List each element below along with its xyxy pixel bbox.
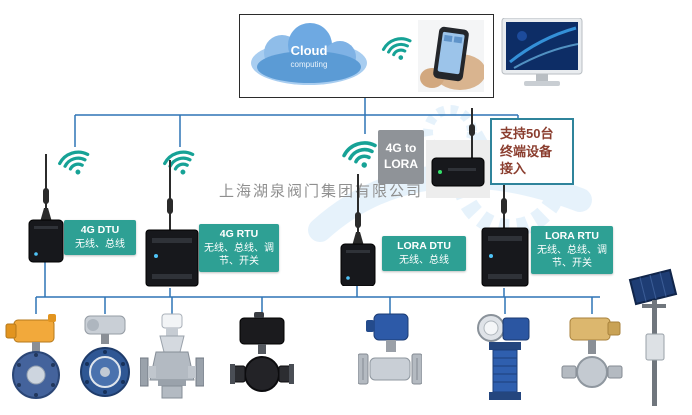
- label-4g-rtu: 4G RTU 无线、总线、调节、开关: [199, 224, 279, 272]
- monitor-photo: [501, 18, 583, 86]
- wifi-icon-2: [163, 150, 195, 175]
- cloud-graphic: Cloud computing: [251, 23, 367, 85]
- cloud-title: Cloud: [291, 43, 328, 58]
- wifi-icon-top: [381, 37, 412, 60]
- capacity-note: 支持50台终端设备接入: [490, 118, 574, 185]
- ball-valve-black-electric: [230, 312, 294, 392]
- device-4g-rtu: [145, 160, 199, 287]
- cloud-subtitle: computing: [291, 60, 328, 69]
- device-features: 无线、总线: [399, 254, 449, 266]
- device-features: 无线、总线、调节、开关: [204, 242, 274, 267]
- flow-control-valve-blue-gauge: [477, 314, 530, 400]
- gateway-device-photo: [426, 108, 490, 198]
- butterfly-valve-blue: [80, 315, 130, 397]
- cloud-platform-box: Cloud computing: [239, 14, 494, 98]
- phone-in-hand-photo: [418, 20, 484, 92]
- globe-valve-electric: [140, 313, 204, 399]
- device-features: 无线、总线: [75, 238, 125, 250]
- gateway-label: 4G to LORA: [378, 130, 424, 184]
- company-watermark: 上海湖泉阀门集团有限公司: [219, 183, 424, 200]
- flanged-ball-valve-blue-actuator: [358, 313, 422, 385]
- electric-butterfly-valve-orange: [5, 314, 60, 399]
- device-name: 4G RTU: [219, 228, 259, 240]
- label-lora-dtu: LORA DTU 无线、总线: [382, 236, 466, 271]
- device-name: LORA RTU: [545, 230, 599, 242]
- device-lora-rtu: [481, 162, 529, 287]
- wifi-icon-1: [58, 150, 90, 175]
- device-4g-dtu: [28, 154, 64, 263]
- wifi-icon-3: [342, 141, 377, 168]
- solar-power-station: [628, 268, 678, 406]
- device-name: 4G DTU: [80, 224, 120, 236]
- ball-valve-yellow-actuator: [561, 317, 623, 388]
- label-4g-dtu: 4G DTU 无线、总线: [64, 220, 136, 255]
- device-lora-dtu: [340, 174, 376, 286]
- label-lora-rtu: LORA RTU 无线、总线、调节、开关: [531, 226, 613, 274]
- device-features: 无线、总线、调节、开关: [537, 244, 607, 269]
- device-name: LORA DTU: [397, 240, 451, 252]
